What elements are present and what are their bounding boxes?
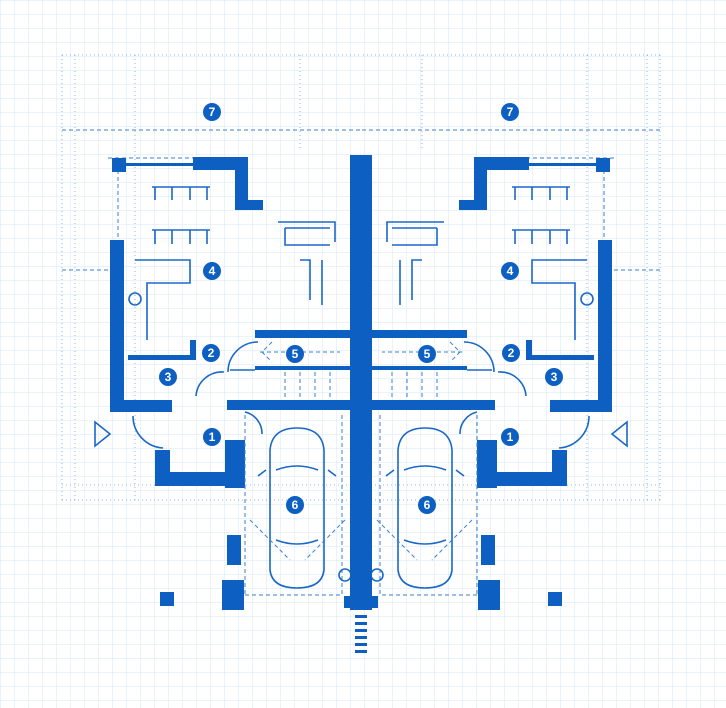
svg-text:2: 2 xyxy=(508,346,515,360)
room-label-stairs-right: 5 xyxy=(418,345,436,363)
svg-text:1: 1 xyxy=(209,430,216,444)
room-label-kitchen-living-right: 4 xyxy=(501,262,519,280)
room-label-garage-left: 6 xyxy=(286,496,304,514)
room-label-terrace-left: 7 xyxy=(203,103,221,121)
party-wall xyxy=(350,155,372,610)
svg-text:3: 3 xyxy=(551,370,558,384)
room-label-entrance-right: 1 xyxy=(501,428,519,446)
room-label-entrance-left: 1 xyxy=(203,428,221,446)
svg-text:2: 2 xyxy=(208,346,215,360)
svg-text:5: 5 xyxy=(424,347,431,361)
svg-text:7: 7 xyxy=(209,105,216,119)
room-label-hall-left: 2 xyxy=(202,344,220,362)
room-label-garage-right: 6 xyxy=(418,496,436,514)
room-label-kitchen-living-left: 4 xyxy=(203,262,221,280)
svg-text:1: 1 xyxy=(507,430,514,444)
svg-text:4: 4 xyxy=(507,264,514,278)
svg-text:6: 6 xyxy=(424,498,431,512)
svg-text:5: 5 xyxy=(292,347,299,361)
svg-text:4: 4 xyxy=(209,264,216,278)
room-label-terrace-right: 7 xyxy=(501,103,519,121)
room-label-wc-left: 3 xyxy=(159,368,177,386)
room-label-stairs-left: 5 xyxy=(286,345,304,363)
svg-text:3: 3 xyxy=(165,370,172,384)
svg-text:6: 6 xyxy=(292,498,299,512)
svg-text:7: 7 xyxy=(507,105,514,119)
entry-steps xyxy=(355,615,367,653)
room-label-hall-right: 2 xyxy=(502,344,520,362)
room-label-wc-right: 3 xyxy=(545,368,563,386)
